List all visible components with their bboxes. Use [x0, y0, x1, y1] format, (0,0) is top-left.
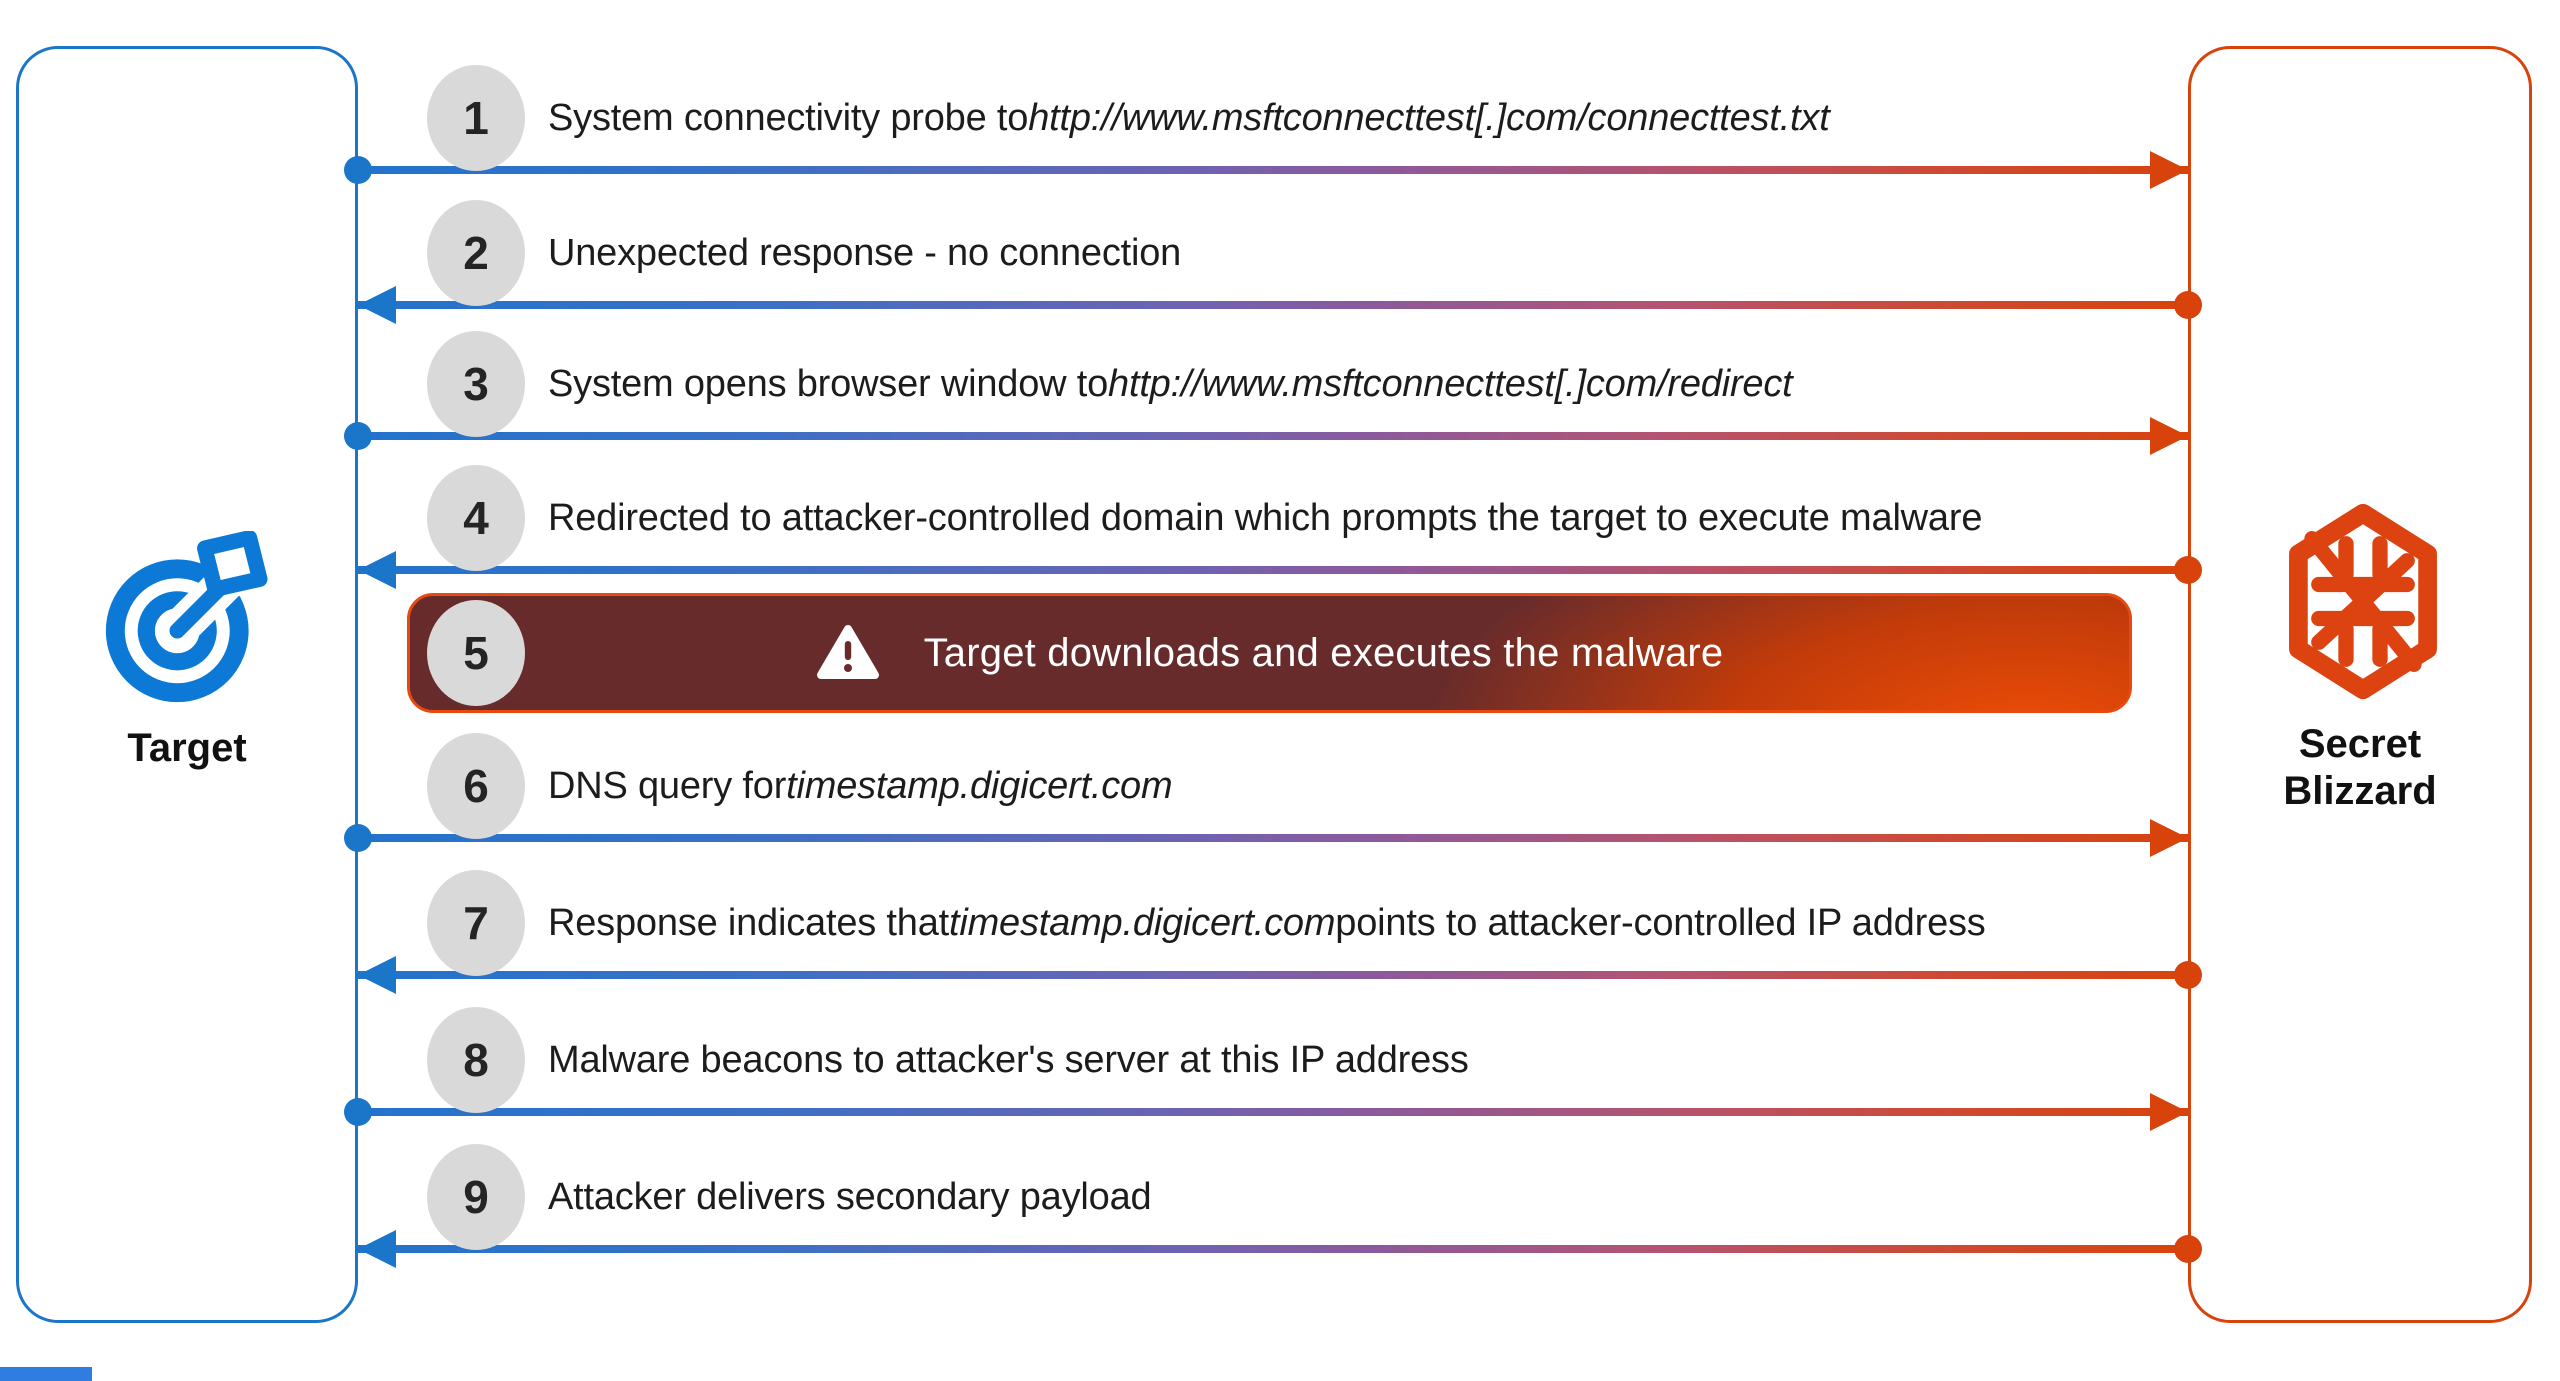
arrow-origin-dot: [2174, 1235, 2202, 1263]
arrow-line: [358, 1108, 2188, 1116]
arrow-line: [358, 834, 2188, 842]
step-text: System opens browser window to http://ww…: [548, 362, 1793, 405]
decorative-blue-strip: [0, 1367, 92, 1381]
arrow-line: [358, 971, 2188, 979]
arrowhead-left-icon: [358, 956, 396, 994]
arrow-origin-dot: [2174, 556, 2202, 584]
warning-triangle-icon: [816, 625, 879, 679]
arrowhead-right-icon: [2150, 151, 2188, 189]
arrow-origin-dot: [2174, 961, 2202, 989]
arrowhead-right-icon: [2150, 417, 2188, 455]
attacker-label-line2: Blizzard: [2283, 768, 2437, 813]
attacker-entity-box: Secret Blizzard: [2188, 46, 2532, 1323]
arrow-line: [358, 432, 2188, 440]
arrow-line: [358, 301, 2188, 309]
arrow-line: [358, 566, 2188, 574]
arrowhead-left-icon: [358, 1230, 396, 1268]
step-number-badge: 2: [427, 200, 525, 306]
arrow-origin-dot: [2174, 291, 2202, 319]
step-number: 9: [463, 1171, 489, 1223]
arrow-origin-dot: [344, 422, 372, 450]
step-number-badge: 1: [427, 65, 525, 171]
step-text: Redirected to attacker-controlled domain…: [548, 496, 1983, 539]
step-number-badge: 9: [427, 1144, 525, 1250]
banner-text: Target downloads and executes the malwar…: [923, 630, 1724, 675]
bullseye-target-icon: [105, 531, 268, 703]
arrow-origin-dot: [344, 1098, 372, 1126]
arrowhead-left-icon: [358, 286, 396, 324]
step-text: System connectivity probe to http://www.…: [548, 96, 1830, 139]
step-number: 6: [463, 760, 489, 812]
step-text: Unexpected response - no connection: [548, 231, 1182, 274]
step-number-badge: 7: [427, 870, 525, 976]
step-text: Attacker delivers secondary payload: [548, 1175, 1152, 1218]
step-number: 8: [463, 1034, 489, 1086]
step-number-badge: 6: [427, 733, 525, 839]
step-text: DNS query for timestamp.digicert.com: [548, 764, 1173, 807]
step-number: 5: [463, 627, 489, 679]
step-number-badge: 4: [427, 465, 525, 571]
attacker-label-line1: Secret: [2298, 722, 2422, 766]
step-number: 1: [463, 92, 489, 144]
snowflake-hexagon-icon: [2289, 503, 2437, 700]
arrow-origin-dot: [344, 824, 372, 852]
target-entity-box: Target: [16, 46, 358, 1323]
step-number: 3: [463, 358, 489, 410]
step-number-badge: 8: [427, 1007, 525, 1113]
arrow-origin-dot: [344, 156, 372, 184]
step-number: 2: [463, 227, 489, 279]
arrow-line: [358, 166, 2188, 174]
step-number-badge: 5: [427, 600, 525, 706]
step-number-badge: 3: [427, 331, 525, 437]
step-text: Malware beacons to attacker's server at …: [548, 1038, 1469, 1081]
step-text: Response indicates that timestamp.digice…: [548, 901, 1986, 944]
attacker-label: Secret Blizzard: [2191, 721, 2529, 815]
arrowhead-right-icon: [2150, 819, 2188, 857]
arrowhead-left-icon: [358, 551, 396, 589]
malware-alert-banner: Target downloads and executes the malwar…: [407, 593, 2132, 713]
target-label: Target: [127, 726, 247, 770]
arrowhead-right-icon: [2150, 1093, 2188, 1131]
arrow-line: [358, 1245, 2188, 1253]
step-number: 4: [463, 492, 489, 544]
step-number: 7: [463, 897, 489, 949]
